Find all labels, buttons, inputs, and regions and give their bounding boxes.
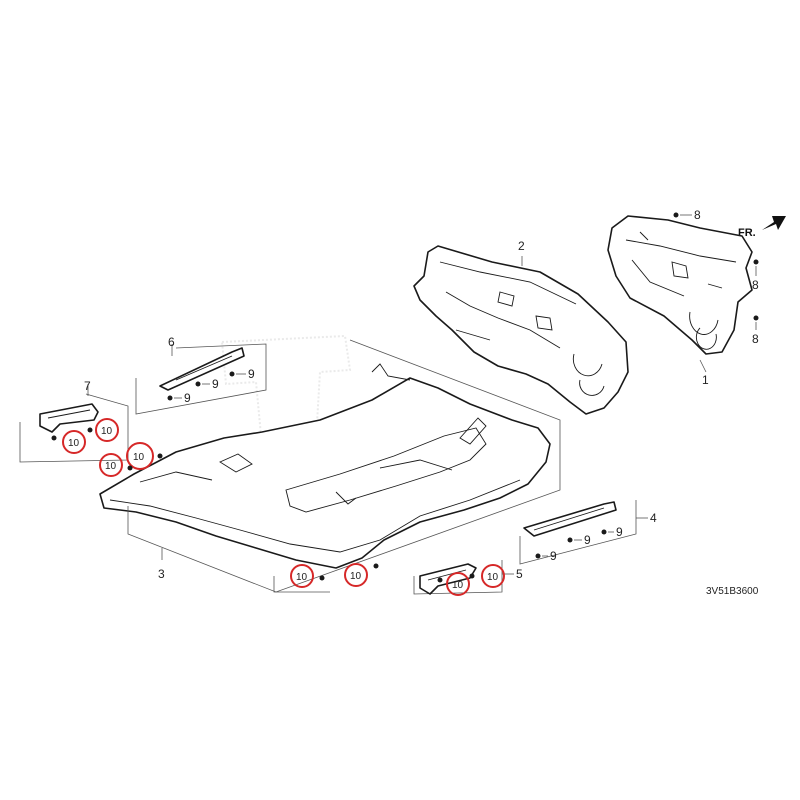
part-4-label: 4 bbox=[650, 511, 657, 525]
part-5-frame bbox=[413, 560, 503, 595]
highlight-circle bbox=[126, 442, 154, 470]
highlight-circle bbox=[446, 572, 470, 596]
clip-10-callout[interactable]: 10 bbox=[290, 564, 325, 588]
clip-10-callout[interactable]: 10 bbox=[344, 563, 379, 587]
part-3-floor-carpet[interactable] bbox=[99, 363, 551, 569]
clip-9-label: 9 bbox=[248, 367, 255, 381]
clip-10-callout[interactable]: 10 bbox=[51, 430, 86, 454]
part-1-label: 1 bbox=[702, 373, 709, 387]
clip-8-label: 8 bbox=[694, 208, 701, 222]
clip-8-group: 8 8 8 bbox=[673, 208, 759, 346]
clip-9-label: 9 bbox=[184, 391, 191, 405]
clip-10-label: 10 bbox=[487, 572, 499, 583]
clip-10-label: 10 bbox=[133, 452, 145, 463]
part-2-label: 2 bbox=[518, 239, 525, 253]
front-direction-indicator: FR. bbox=[738, 216, 786, 239]
part-2-dash-insulator-inner[interactable] bbox=[413, 245, 629, 415]
highlight-circle bbox=[95, 418, 119, 442]
clip-9-label: 9 bbox=[550, 549, 557, 563]
part-4-trim-strip[interactable] bbox=[523, 501, 617, 537]
clip-10-label: 10 bbox=[350, 571, 362, 582]
part-6-trim-strip[interactable] bbox=[159, 347, 245, 391]
clip-10-label: 10 bbox=[101, 426, 113, 437]
clip-10-group: 10 10 10 10 10 10 10 bbox=[51, 418, 505, 596]
highlight-circle bbox=[290, 564, 314, 588]
clip-10-callout[interactable]: 10 bbox=[99, 453, 133, 477]
part-1-leader bbox=[699, 359, 707, 373]
part-3-label: 3 bbox=[158, 567, 165, 581]
part-7-label: 7 bbox=[84, 379, 91, 393]
clip-8-label: 8 bbox=[752, 278, 759, 292]
part-5-label: 5 bbox=[516, 567, 523, 581]
highlight-circle bbox=[481, 564, 505, 588]
clip-10-label: 10 bbox=[68, 438, 80, 449]
highlight-circle bbox=[99, 453, 123, 477]
part-6-frame bbox=[135, 343, 267, 415]
part-1-dash-insulator-outer[interactable] bbox=[607, 215, 753, 355]
clip-10-label: 10 bbox=[105, 461, 117, 472]
part-7-trim-piece[interactable] bbox=[39, 403, 99, 433]
clip-9-label: 9 bbox=[616, 525, 623, 539]
part-3-frame bbox=[127, 339, 561, 593]
part-4-frame bbox=[519, 500, 637, 565]
clip-9-label: 9 bbox=[212, 377, 219, 391]
clip-8-label: 8 bbox=[752, 332, 759, 346]
clip-8-dot[interactable] bbox=[673, 212, 679, 218]
drawing-code: 3V51B3600 bbox=[706, 586, 759, 597]
clip-10-callout[interactable]: 10 bbox=[126, 442, 163, 470]
clip-9-group-part-4: 9 9 9 bbox=[535, 525, 623, 563]
clip-8-dot[interactable] bbox=[753, 315, 759, 321]
clip-9-group-part-6: 9 9 9 bbox=[167, 367, 255, 405]
clip-10-label: 10 bbox=[296, 572, 308, 583]
highlight-circle bbox=[62, 430, 86, 454]
clip-10-callout[interactable]: 10 bbox=[437, 572, 470, 596]
clip-10-callout[interactable]: 10 bbox=[469, 564, 505, 588]
clip-10-label: 10 bbox=[452, 580, 464, 591]
front-arrow-icon bbox=[762, 216, 786, 230]
highlight-circle bbox=[344, 563, 368, 587]
clip-10-callout[interactable]: 10 bbox=[87, 418, 119, 442]
clip-9-label: 9 bbox=[584, 533, 591, 547]
part-6-label: 6 bbox=[168, 335, 175, 349]
part-3-frame-lower bbox=[273, 576, 330, 593]
clip-8-dot[interactable] bbox=[753, 259, 759, 265]
